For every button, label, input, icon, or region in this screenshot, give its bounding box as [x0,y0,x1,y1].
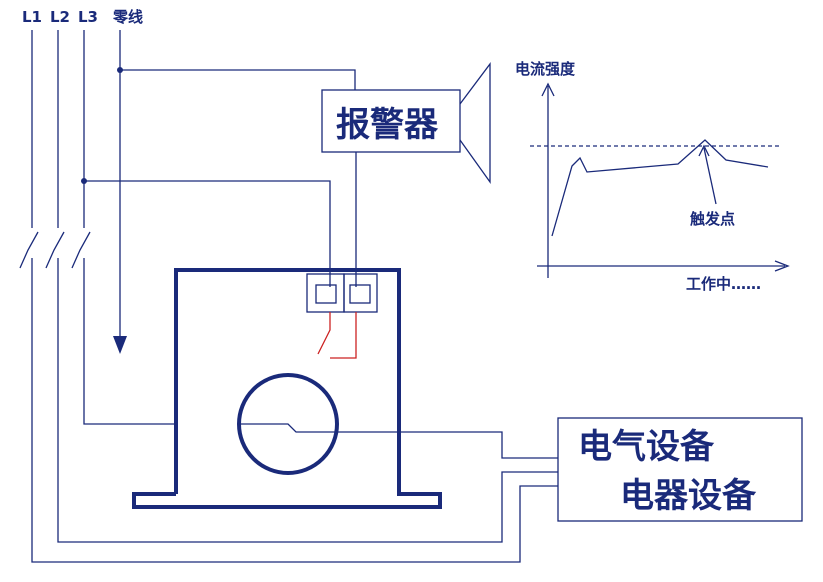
sensor-ring [237,373,339,475]
graph-xlabel: 工作中…… [686,275,761,293]
wire-neutral [113,30,356,354]
trigger-arrow-icon [698,144,710,157]
terminal-right [343,273,378,313]
current-curve [551,139,769,237]
current-transformer [132,268,558,509]
terminal-left [306,273,345,313]
equipment-label-2: 电器设备 [620,476,757,516]
wire-l3 [71,30,331,425]
x-axis-arrow-icon [774,260,790,272]
relay-contact [317,312,357,359]
y-axis-arrow-icon [541,82,555,97]
trigger-pointer [703,147,717,205]
wire-l1 [19,30,558,563]
trigger-label: 触发点 [690,210,735,228]
wire-l2 [45,30,558,543]
terminal-right-inner [349,284,371,304]
equipment-box [557,417,803,522]
label-neutral: 零线 [112,8,143,26]
equipment: 电气设备 电器设备 [557,417,803,522]
arrow-down-icon [113,336,127,354]
terminal-block [306,273,378,313]
label-l1: L1 [22,8,42,26]
speaker-icon [459,62,491,185]
equipment-label-1: 电气设备 [578,427,715,467]
label-l2: L2 [50,8,70,26]
sensor-output-wire [240,423,558,459]
label-l3: L3 [78,8,98,26]
alarm-label: 报警器 [336,105,439,145]
alarm: 报警器 [321,62,491,287]
alarm-box [321,89,461,153]
current-graph: 电流强度 触发点 工作中…… [515,60,790,293]
terminal-left-inner [315,284,337,304]
graph-ylabel: 电流强度 [515,60,576,78]
